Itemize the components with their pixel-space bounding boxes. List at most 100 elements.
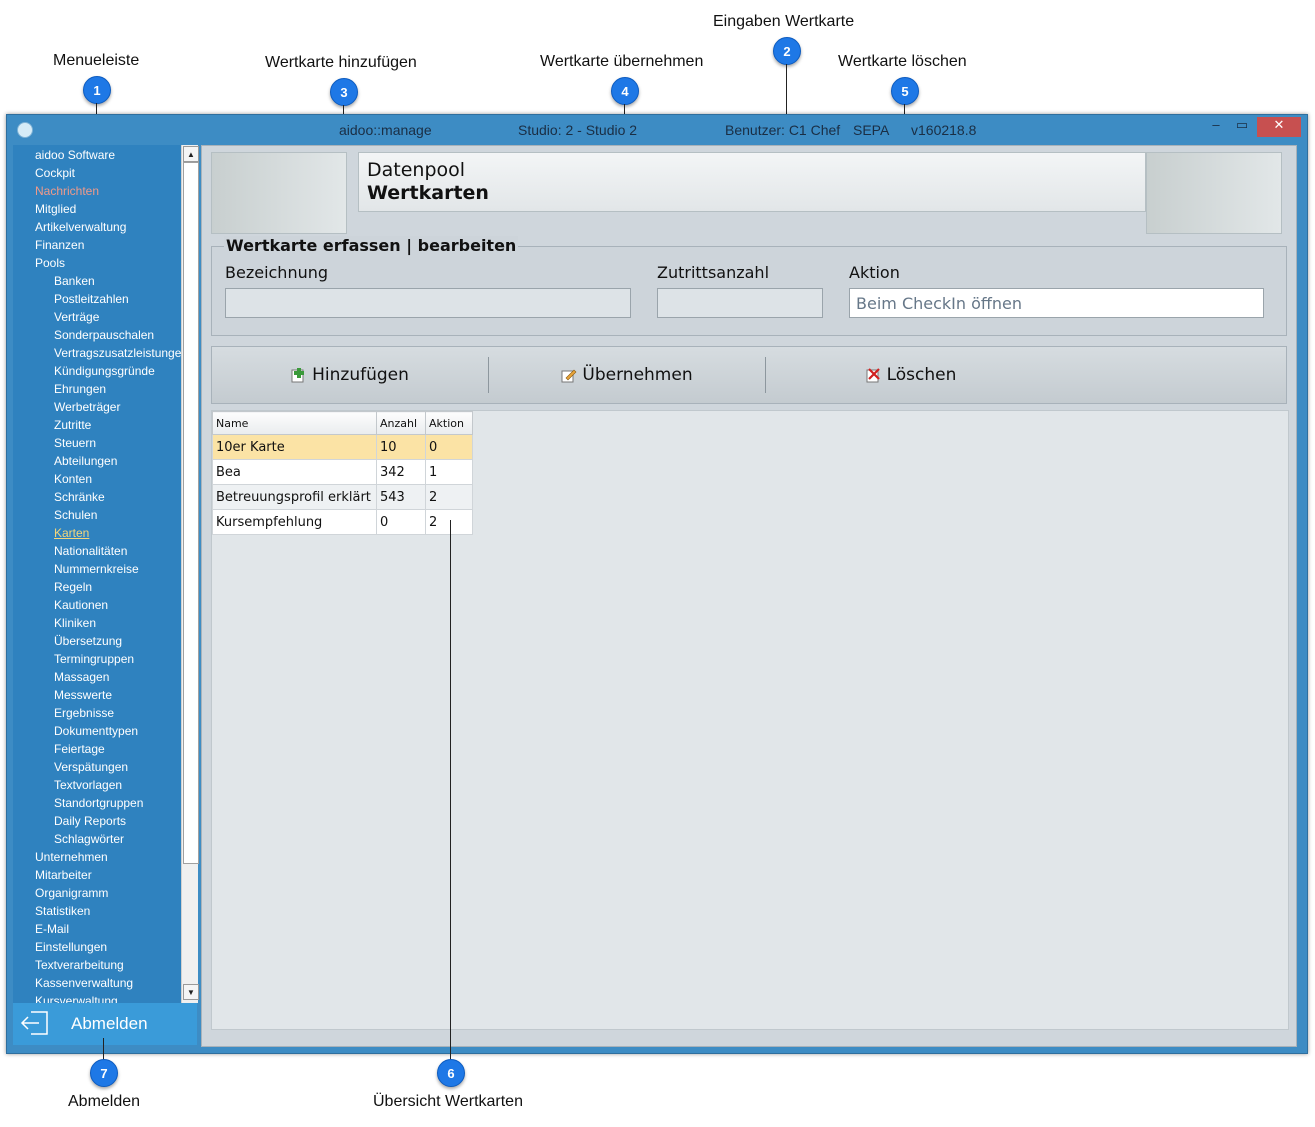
sidebar-item-abteilungen[interactable]: Abteilungen — [54, 454, 118, 468]
logout-button[interactable]: Abmelden — [13, 1003, 197, 1045]
sidebar-item-dokumenttypen[interactable]: Dokumenttypen — [54, 724, 139, 738]
sidebar-item-werbeträger[interactable]: Werbeträger — [54, 400, 121, 414]
cell-count: 0 — [376, 509, 426, 535]
scroll-up-button[interactable]: ▲ — [183, 146, 199, 162]
sidebar-item-kautionen[interactable]: Kautionen — [54, 598, 109, 612]
cell-action: 0 — [425, 434, 473, 460]
sidebar-item-verträge[interactable]: Verträge — [54, 310, 100, 324]
title-version: v160218.8 — [911, 122, 977, 138]
sidebar-item-verspätungen[interactable]: Verspätungen — [54, 760, 129, 774]
toolbar-separator — [488, 357, 489, 393]
scroll-thumb[interactable] — [183, 162, 199, 864]
header-image-left — [211, 152, 347, 234]
sidebar-item-mitarbeiter[interactable]: Mitarbeiter — [35, 868, 92, 882]
name-label: Bezeichnung — [225, 263, 329, 282]
card-overview-area: Name Anzahl Aktion 10er Karte 10 0 Bea 3… — [211, 410, 1289, 1030]
sidebar-item-pools[interactable]: Pools — [35, 256, 66, 270]
delete-icon — [866, 368, 880, 383]
page-subtitle: Datenpool — [367, 159, 466, 181]
sidebar-item-steuern[interactable]: Steuern — [54, 436, 97, 450]
delete-button[interactable]: Löschen — [766, 347, 1056, 403]
sidebar-item-vertragszusatzleistungen[interactable]: Vertragszusatzleistungen — [54, 346, 181, 360]
table-row[interactable]: Betreuungsprofil erklärt 543 2 — [212, 484, 473, 510]
maximize-button[interactable]: ▭ — [1235, 117, 1249, 132]
group-title: Wertkarte erfassen | bearbeiten — [224, 236, 519, 255]
sidebar-item-statistiken[interactable]: Statistiken — [35, 904, 91, 918]
sidebar-item-karten[interactable]: Karten — [54, 526, 90, 540]
apply-button[interactable]: Übernehmen — [489, 347, 765, 403]
delete-label: Löschen — [886, 365, 957, 385]
toolbar-separator — [765, 357, 766, 393]
sidebar-item-banken[interactable]: Banken — [54, 274, 95, 288]
action-input[interactable] — [849, 288, 1264, 318]
sidebar-item-unternehmen[interactable]: Unternehmen — [35, 850, 108, 864]
sidebar-item-kassenverwaltung[interactable]: Kassenverwaltung — [35, 976, 134, 990]
table-row[interactable]: Bea 342 1 — [212, 459, 473, 485]
app-window: aidoo::manage Studio: 2 - Studio 2 Benut… — [6, 114, 1308, 1054]
title-bar[interactable]: aidoo::manage Studio: 2 - Studio 2 Benut… — [7, 115, 1307, 143]
table-row[interactable]: 10er Karte 10 0 — [212, 434, 473, 460]
sidebar-item-textverarbeitung[interactable]: Textverarbeitung — [35, 958, 124, 972]
sidebar-item-schulen[interactable]: Schulen — [54, 508, 98, 522]
table-row[interactable]: Kursempfehlung 0 2 — [212, 509, 473, 535]
callout-label-6: Übersicht Wertkarten — [373, 1093, 523, 1110]
sidebar-item-aidoo-software[interactable]: aidoo Software — [35, 148, 116, 162]
sidebar-item-übersetzung[interactable]: Übersetzung — [54, 634, 123, 648]
sidebar-item-organigramm[interactable]: Organigramm — [35, 886, 109, 900]
name-input[interactable] — [225, 288, 631, 318]
apply-label: Übernehmen — [582, 365, 693, 385]
cell-count: 10 — [376, 434, 426, 460]
sidebar-item-kündigungsgründe[interactable]: Kündigungsgründe — [54, 364, 155, 378]
sidebar-item-schlagwörter[interactable]: Schlagwörter — [54, 832, 125, 846]
column-header-count[interactable]: Anzahl — [376, 411, 426, 435]
sidebar-item-schränke[interactable]: Schränke — [54, 490, 105, 504]
sidebar-item-kliniken[interactable]: Kliniken — [54, 616, 97, 630]
cell-count: 543 — [376, 484, 426, 510]
edit-icon — [561, 369, 577, 383]
arrow-left-icon — [20, 1011, 48, 1035]
scroll-down-button[interactable]: ▼ — [183, 984, 199, 1000]
column-header-name[interactable]: Name — [212, 411, 377, 435]
sidebar-item-e-mail[interactable]: E-Mail — [35, 922, 70, 936]
count-input[interactable] — [657, 288, 823, 318]
sidebar-item-einstellungen[interactable]: Einstellungen — [35, 940, 108, 954]
sidebar-item-standortgruppen[interactable]: Standortgruppen — [54, 796, 144, 810]
add-icon — [291, 368, 305, 383]
sidebar-item-termingruppen[interactable]: Termingruppen — [54, 652, 135, 666]
title-app: aidoo::manage — [339, 122, 432, 138]
sidebar-item-regeln[interactable]: Regeln — [54, 580, 93, 594]
sidebar-item-postleitzahlen[interactable]: Postleitzahlen — [54, 292, 129, 306]
add-button[interactable]: Hinzufügen — [212, 347, 488, 403]
callout-badge-5: 5 — [891, 77, 919, 105]
callout-label-7: Abmelden — [68, 1093, 141, 1110]
action-label: Aktion — [849, 263, 900, 282]
sidebar-item-ergebnisse[interactable]: Ergebnisse — [54, 706, 115, 720]
sidebar-item-mitglied[interactable]: Mitglied — [35, 202, 77, 216]
sidebar-item-nummernkreise[interactable]: Nummernkreise — [54, 562, 139, 576]
sidebar-item-feiertage[interactable]: Feiertage — [54, 742, 105, 756]
column-header-action[interactable]: Aktion — [425, 411, 473, 435]
cards-table: Name Anzahl Aktion 10er Karte 10 0 Bea 3… — [212, 411, 473, 535]
sidebar-scrollbar[interactable]: ▲ ▼ — [181, 145, 199, 1003]
sidebar-item-kursverwaltung[interactable]: Kursverwaltung — [35, 994, 118, 1003]
main-panel: Datenpool Wertkarten Wertkarte erfassen … — [201, 145, 1297, 1047]
sidebar-item-massagen[interactable]: Massagen — [54, 670, 110, 684]
close-button[interactable]: ✕ — [1257, 117, 1301, 137]
table-header-row: Name Anzahl Aktion — [212, 411, 473, 435]
callout-line-6 — [450, 520, 451, 1060]
sidebar-item-konten[interactable]: Konten — [54, 472, 93, 486]
title-user: Benutzer: C1 Chef — [725, 122, 841, 138]
sidebar-item-cockpit[interactable]: Cockpit — [35, 166, 76, 180]
sidebar-item-artikelverwaltung[interactable]: Artikelverwaltung — [35, 220, 127, 234]
sidebar-item-zutritte[interactable]: Zutritte — [54, 418, 92, 432]
sidebar-item-nationalitäten[interactable]: Nationalitäten — [54, 544, 128, 558]
minimize-button[interactable]: – — [1212, 117, 1220, 132]
cell-name: 10er Karte — [212, 434, 377, 460]
sidebar-item-daily-reports[interactable]: Daily Reports — [54, 814, 127, 828]
sidebar-item-messwerte[interactable]: Messwerte — [54, 688, 113, 702]
sidebar-item-sonderpauschalen[interactable]: Sonderpauschalen — [54, 328, 155, 342]
sidebar-item-ehrungen[interactable]: Ehrungen — [54, 382, 107, 396]
sidebar-item-finanzen[interactable]: Finanzen — [35, 238, 85, 252]
sidebar-item-textvorlagen[interactable]: Textvorlagen — [54, 778, 123, 792]
sidebar-item-nachrichten[interactable]: Nachrichten — [35, 184, 100, 198]
